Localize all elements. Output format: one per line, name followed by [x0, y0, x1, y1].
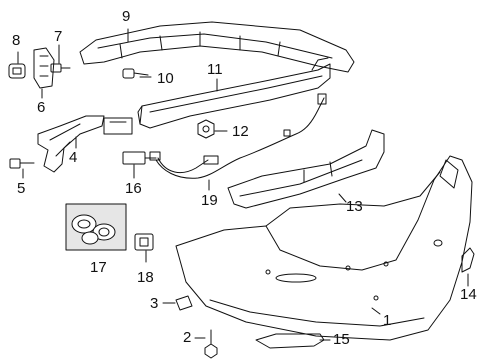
callout-9: 9 [122, 8, 131, 25]
callout-15: 15 [333, 331, 350, 348]
callout-6: 6 [37, 99, 46, 116]
callout-2: 2 [183, 329, 192, 346]
callout-19: 19 [201, 192, 218, 209]
part-15-trim-strip [255, 333, 325, 349]
callout-3: 3 [150, 295, 159, 312]
part-19-wiring-harness [149, 93, 327, 179]
leader-13 [338, 193, 347, 203]
callout-17: 17 [90, 259, 107, 276]
callout-5: 5 [17, 180, 26, 197]
part-9-absorber-strip [79, 21, 355, 73]
callout-7: 7 [54, 28, 63, 45]
part-17-parking-sensors [71, 214, 116, 245]
part-11-impact-bar [137, 57, 331, 129]
part-13-energy-absorber [227, 129, 385, 209]
callout-10: 10 [157, 70, 174, 87]
callout-1: 1 [383, 312, 392, 329]
callout-8: 8 [12, 32, 21, 49]
part-7-bolt [50, 63, 71, 73]
part-2-screw [204, 329, 218, 359]
leader-1 [371, 307, 381, 315]
part-14-reflector [461, 247, 475, 273]
part-18-sensor-bracket [134, 233, 154, 251]
callout-4: 4 [69, 149, 78, 166]
callout-16: 16 [125, 180, 142, 197]
part-8-clip [8, 63, 26, 79]
callout-11: 11 [207, 61, 223, 78]
part-6-side-bracket [33, 47, 55, 89]
part-10-bolt [122, 68, 149, 79]
callout-12: 12 [232, 123, 249, 140]
part-5-bolt [9, 158, 35, 169]
part-4-mounting-bracket [37, 115, 133, 173]
callout-18: 18 [137, 269, 154, 286]
callout-14: 14 [460, 286, 477, 303]
part-12-nut [197, 119, 215, 139]
part-3-clip [175, 295, 193, 311]
part-16-module [122, 151, 157, 165]
part-1-bumper-cover [175, 155, 473, 341]
callout-13: 13 [346, 198, 363, 215]
